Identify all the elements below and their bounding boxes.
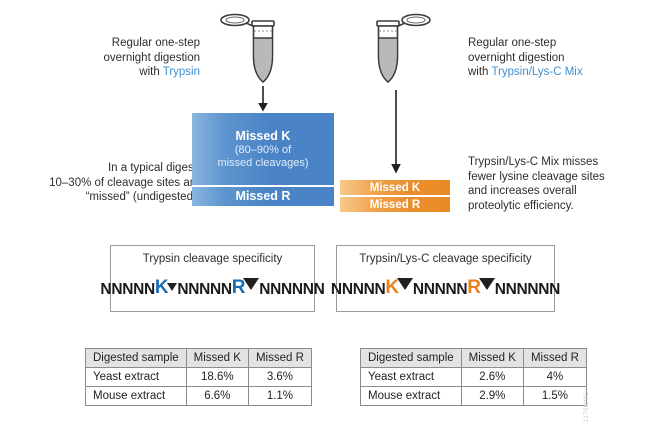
right-r0-missed-r: 4% bbox=[522, 367, 587, 387]
right-r0-missed-k: 2.6% bbox=[460, 367, 524, 387]
right-specificity-title: Trypsin/Lys-C cleavage specificity bbox=[359, 253, 532, 265]
right-missed-r-label: Missed R bbox=[369, 198, 421, 211]
right-missed-r-bar: Missed R bbox=[340, 197, 450, 212]
right-seq-segment-1: NNNNN bbox=[330, 281, 386, 298]
left-down-arrow-icon bbox=[256, 86, 270, 112]
left-r1-missed-k: 6.6% bbox=[185, 386, 249, 406]
right-residue-k: K bbox=[385, 277, 399, 298]
right-specificity-panel: Trypsin/Lys-C cleavage specificity NNNNN… bbox=[331, 245, 560, 312]
table-row: Mouse extract 6.6% 1.1% bbox=[85, 386, 312, 406]
table-row: Yeast extract 2.6% 4% bbox=[360, 367, 587, 387]
right-seq-segment-3: NNNNNN bbox=[494, 281, 561, 298]
table-row: Yeast extract 18.6% 3.6% bbox=[85, 367, 312, 387]
left-data-table-wrap: Digested sample Missed K Missed R Yeast … bbox=[85, 348, 312, 406]
left-cleavage-marker-k-icon bbox=[167, 283, 178, 291]
left-seq-segment-1: NNNNN bbox=[100, 281, 155, 298]
left-residue-k: K bbox=[154, 277, 169, 298]
left-r1-missed-r: 1.1% bbox=[247, 386, 312, 406]
left-note-line-1: In a typical digest, bbox=[107, 162, 200, 174]
right-caption-line-3: with Trypsin/Lys-C Mix bbox=[468, 65, 646, 80]
right-process-caption: Regular one-step overnight digestion wit… bbox=[468, 36, 646, 80]
right-missed-k-label: Missed K bbox=[369, 181, 421, 194]
left-th-sample: Digested sample bbox=[85, 348, 187, 368]
right-caption-line-1: Regular one-step bbox=[468, 37, 557, 49]
watermark-code: 1170MMC bbox=[584, 391, 590, 422]
right-caption-line-2: overnight digestion bbox=[468, 51, 565, 64]
left-missed-k-sub-2: missed cleavages) bbox=[217, 156, 309, 169]
right-missed-k-bar: Missed K bbox=[340, 180, 450, 195]
right-r1-missed-k: 2.9% bbox=[460, 386, 524, 406]
right-note-line-1: Trypsin/Lys-C Mix misses bbox=[468, 156, 599, 168]
left-caption-with: with bbox=[139, 66, 163, 78]
right-data-table-wrap: Digested sample Missed K Missed R Yeast … bbox=[360, 348, 587, 406]
table-header-row: Digested sample Missed K Missed R bbox=[360, 348, 587, 368]
left-caption-line-2: overnight digestion bbox=[103, 51, 200, 64]
right-th-missed-r: Missed R bbox=[522, 348, 587, 368]
right-box-divider bbox=[340, 195, 450, 197]
right-result-box: Missed K Missed R bbox=[340, 180, 450, 212]
right-residue-r: R bbox=[467, 277, 481, 298]
left-result-box: Missed K (80–90% of missed cleavages) Mi… bbox=[192, 113, 334, 206]
left-specificity-title: Trypsin cleavage specificity bbox=[142, 253, 283, 265]
left-r1-sample: Mouse extract bbox=[85, 386, 187, 406]
right-r1-missed-r: 1.5% bbox=[522, 386, 587, 406]
left-note: In a typical digest, 10–30% of cleavage … bbox=[27, 161, 200, 205]
left-r0-missed-k: 18.6% bbox=[185, 367, 249, 387]
right-note-line-2: fewer lysine cleavage sites bbox=[468, 170, 605, 183]
left-missed-r-block: Missed R bbox=[192, 187, 334, 206]
left-caption-line-1: Regular one-step bbox=[111, 37, 200, 49]
right-seq-segment-2: NNNNN bbox=[412, 281, 468, 298]
left-cleavage-marker-r-icon bbox=[243, 278, 260, 290]
left-seq-segment-2: NNNNN bbox=[177, 281, 232, 298]
right-th-sample: Digested sample bbox=[360, 348, 462, 368]
left-missed-k-label: Missed K bbox=[235, 128, 291, 143]
left-seq-segment-3: NNNNNN bbox=[259, 281, 325, 298]
left-caption-line-3: with Trypsin bbox=[48, 65, 200, 80]
left-enzyme-link[interactable]: Trypsin bbox=[162, 66, 200, 78]
right-note-line-3: and increases overall bbox=[468, 185, 577, 197]
table-header-row: Digested sample Missed K Missed R bbox=[85, 348, 312, 368]
right-th-missed-k: Missed K bbox=[460, 348, 524, 368]
left-box-divider bbox=[192, 185, 334, 187]
right-caption-with: with bbox=[468, 66, 492, 78]
right-down-arrow-icon bbox=[389, 90, 403, 174]
left-data-table: Digested sample Missed K Missed R Yeast … bbox=[85, 348, 312, 406]
left-r0-missed-r: 3.6% bbox=[247, 367, 312, 387]
left-residue-r: R bbox=[231, 277, 246, 298]
left-missed-k-block: Missed K (80–90% of missed cleavages) bbox=[192, 113, 334, 185]
left-missed-r-label: Missed R bbox=[235, 189, 291, 203]
table-row: Mouse extract 2.9% 1.5% bbox=[360, 386, 587, 406]
right-tube-icon bbox=[368, 12, 432, 94]
left-th-missed-r: Missed R bbox=[247, 348, 312, 368]
right-r1-sample: Mouse extract bbox=[360, 386, 462, 406]
left-note-line-3: “missed” (undigested). bbox=[85, 191, 200, 203]
left-tube-icon bbox=[219, 12, 283, 94]
right-cleavage-marker-k-icon bbox=[396, 278, 413, 290]
right-enzyme-link[interactable]: Trypsin/Lys-C Mix bbox=[491, 66, 583, 78]
right-data-table: Digested sample Missed K Missed R Yeast … bbox=[360, 348, 587, 406]
right-cleavage-marker-r-icon bbox=[478, 278, 495, 290]
right-r0-sample: Yeast extract bbox=[360, 367, 462, 387]
right-note: Trypsin/Lys-C Mix misses fewer lysine cl… bbox=[468, 155, 648, 213]
right-note-line-4: proteolytic efficiency. bbox=[468, 199, 574, 212]
left-note-line-2: 10–30% of cleavage sites are bbox=[49, 176, 200, 189]
left-r0-sample: Yeast extract bbox=[85, 367, 187, 387]
left-missed-k-sub-1: (80–90% of bbox=[234, 143, 292, 156]
left-process-caption: Regular one-step overnight digestion wit… bbox=[48, 36, 200, 80]
left-th-missed-k: Missed K bbox=[185, 348, 249, 368]
